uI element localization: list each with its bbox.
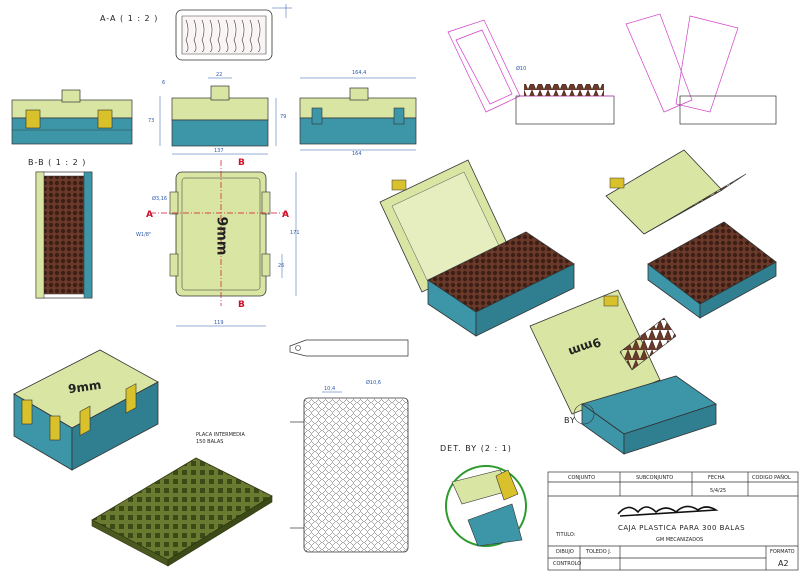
tb-subtitulo: GM MECANIZADOS bbox=[656, 537, 704, 543]
tb-titulo-label: TITULO: bbox=[556, 532, 576, 538]
tb-dibujo-name: TOLEDO J. bbox=[586, 549, 612, 555]
section-a-left: A bbox=[146, 210, 153, 220]
plate-label-line1: PLACA INTERMEDIA bbox=[196, 432, 245, 438]
dim-171: 171 bbox=[290, 230, 300, 236]
dim-10-4: 10,4 bbox=[324, 386, 336, 392]
iso-closed-box bbox=[13, 349, 159, 471]
dim-119: 119 bbox=[214, 320, 224, 326]
front-view-middle bbox=[159, 77, 277, 155]
tb-subconjunto: SUBCONJUNTO bbox=[636, 475, 674, 481]
section-bb-label: B-B ( 1 : 2 ) bbox=[28, 158, 87, 167]
dim-164: 164 bbox=[352, 151, 362, 157]
pin-view bbox=[289, 339, 409, 357]
dim-6: 6 bbox=[162, 80, 166, 86]
dim-79: 79 bbox=[280, 114, 287, 120]
section-aa-label: A-A ( 1 : 2 ) bbox=[100, 14, 159, 23]
dim-dia-10-6: Ø10,6 bbox=[366, 380, 382, 386]
tb-control-label: CONTROLO bbox=[553, 561, 582, 567]
tb-codigo: CODIGO PAÑOL bbox=[752, 475, 791, 481]
iso-open-box-bottom bbox=[529, 289, 717, 455]
section-a-right: A bbox=[282, 210, 289, 220]
iso-plate bbox=[91, 457, 273, 567]
signature bbox=[617, 505, 719, 517]
dim-164-4: 164,4 bbox=[352, 70, 367, 76]
section-aa-view bbox=[175, 4, 292, 61]
dim-73: 73 bbox=[148, 118, 155, 124]
dim-thread: W1/8" bbox=[136, 232, 152, 238]
front-view-left bbox=[11, 89, 133, 145]
tb-titulo: CAJA PLASTICA PARA 300 BALAS bbox=[618, 524, 746, 532]
dim-22: 22 bbox=[216, 72, 223, 78]
tb-fecha-value: 5/4/25 bbox=[710, 488, 727, 494]
iso-open-box-right bbox=[605, 149, 777, 319]
tb-dibujo-label: DIBUJO bbox=[556, 549, 574, 555]
detail-by-view bbox=[445, 465, 527, 547]
plate-label-line2: 150 BALAS bbox=[196, 439, 224, 445]
dim-26: 26 bbox=[278, 263, 285, 269]
dim-dia-3-16: Ø3,16 bbox=[152, 196, 168, 202]
by-marker-label: BY bbox=[564, 416, 576, 425]
bullet-row-open-view bbox=[524, 84, 604, 96]
plate-plan-view bbox=[290, 391, 409, 553]
tb-formato: A2 bbox=[778, 559, 789, 568]
iso-open-box-left bbox=[379, 159, 575, 337]
section-b-bottom: B bbox=[238, 300, 245, 310]
dim-dia-10: Ø10 bbox=[516, 66, 527, 72]
tb-formato-label: FORMATO bbox=[770, 549, 795, 555]
section-bb-view bbox=[35, 171, 93, 299]
section-b-top: B bbox=[238, 158, 245, 168]
tb-conjunto: CONJUNTO bbox=[568, 475, 596, 481]
side-view-right bbox=[299, 77, 417, 151]
top-plan-view bbox=[150, 160, 297, 327]
tb-fecha: FECHA bbox=[708, 475, 725, 481]
open-view-hidden-lines bbox=[447, 13, 777, 125]
box-lid-label-plan: 9mm bbox=[213, 216, 230, 256]
title-block-frame bbox=[547, 471, 799, 571]
dim-137: 137 bbox=[214, 148, 224, 154]
detail-by-label: DET. BY (2 : 1) bbox=[440, 444, 512, 453]
